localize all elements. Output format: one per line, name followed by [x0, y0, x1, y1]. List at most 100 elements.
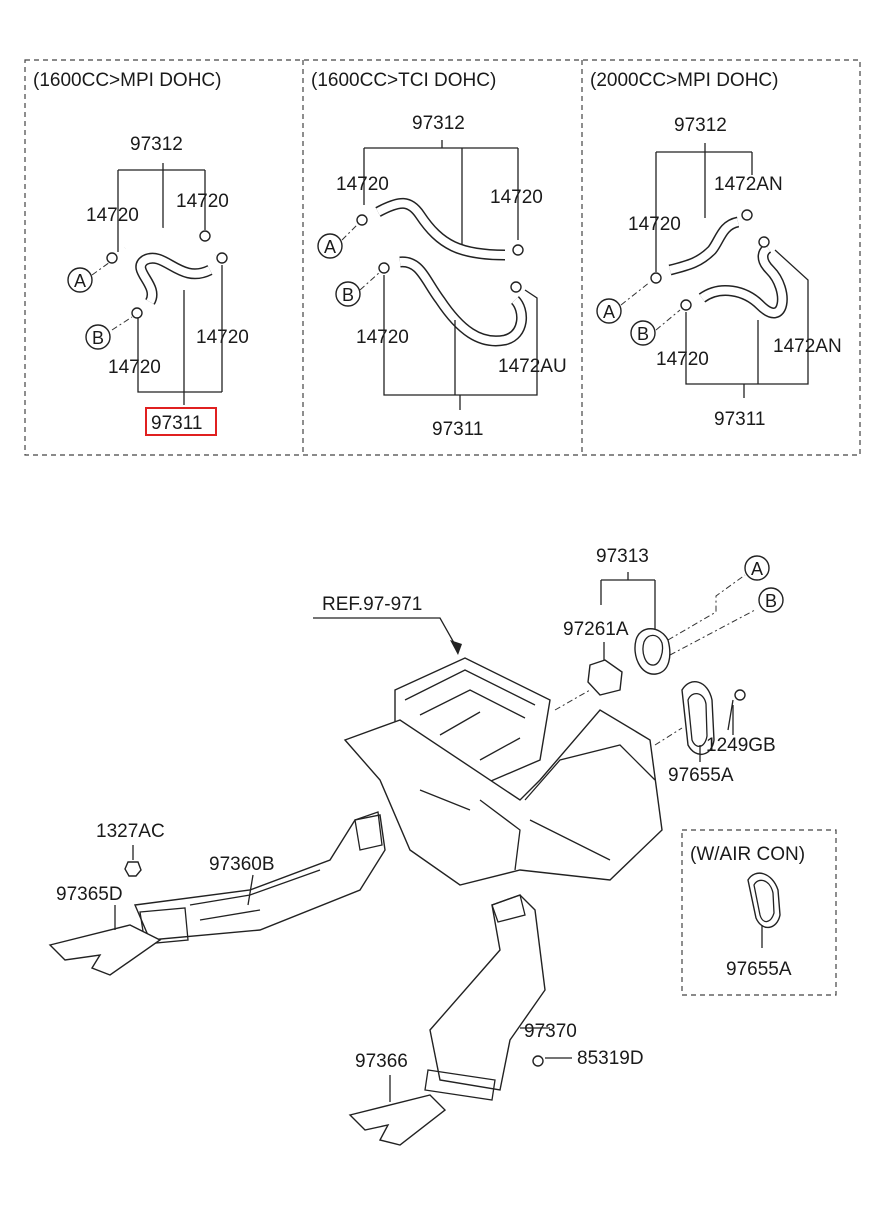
marker-b-circle: [85, 324, 111, 350]
part-label: 1472AU: [498, 356, 567, 377]
lead-a: [341, 223, 359, 241]
clip-85319d-icon: [532, 1055, 544, 1067]
hose-clamp: [512, 244, 524, 256]
part-label: 97312: [130, 134, 183, 155]
part-label: 97312: [674, 115, 727, 136]
lead-b: [111, 316, 133, 331]
part-label: 1327AC: [96, 821, 165, 842]
part-label: 97311: [714, 409, 765, 430]
lead-main-b: [669, 609, 756, 656]
hose-upper-fill: [376, 199, 506, 259]
part-label: 1249GB: [706, 735, 776, 756]
duct-97360b-inlet: [354, 811, 383, 851]
hose-clamp: [510, 281, 522, 293]
hose-upper-fill: [669, 218, 740, 274]
part-label: 97312: [412, 113, 465, 134]
marker-a: A: [74, 271, 86, 291]
marker-a-circle: [67, 267, 93, 293]
marker-b-circle: [630, 320, 656, 346]
marker-b: B: [637, 324, 649, 344]
lead-a: [91, 261, 111, 276]
leader-97312: [117, 163, 206, 252]
lead-a: [620, 281, 651, 306]
heater-top-ribs: [404, 669, 536, 761]
marker-a: A: [324, 237, 336, 257]
leader-97312: [363, 140, 519, 248]
gasket-97655a: [681, 681, 715, 755]
lead-grommet: [554, 689, 591, 711]
grommet-97261a: [587, 659, 623, 696]
marker-a-circle: [317, 233, 343, 259]
aircon-header: (W/AIR CON): [690, 844, 805, 865]
part-label: 97365D: [56, 884, 123, 905]
panel-2-hose-assembly: 97312 14720 14720 A B 14720 1472AU 97311: [317, 113, 567, 440]
vent-97365d: [48, 924, 162, 976]
hose-clamp: [680, 299, 692, 311]
part-label: 1472AN: [714, 174, 783, 195]
vent-97366: [348, 1094, 447, 1146]
part-label: 97360B: [209, 854, 275, 875]
panel-1-header: (1600CC>MPI DOHC): [33, 70, 221, 91]
gasket-97655a-inner: [687, 693, 708, 747]
ref-label: REF.97-971: [322, 594, 422, 615]
lead-b: [655, 309, 681, 331]
panels-border: [24, 59, 861, 456]
marker-b: B: [342, 285, 354, 305]
nut-1327ac-icon: [124, 861, 142, 877]
marker-a-circle: [596, 298, 622, 324]
marker-b-circle: [758, 587, 784, 613]
part-label: 14720: [176, 191, 229, 212]
marker-b: B: [92, 328, 104, 348]
hose-lower-fill: [399, 257, 526, 345]
screw-1249gb: [727, 699, 734, 731]
lead-b: [359, 271, 381, 291]
marker-a: A: [751, 559, 763, 579]
panel-2-header: (1600CC>TCI DOHC): [311, 70, 496, 91]
part-label: 14720: [86, 205, 139, 226]
panel-3-header: (2000CC>MPI DOHC): [590, 70, 778, 91]
aircon-border: [681, 829, 837, 996]
lead-main-a: [667, 574, 746, 641]
duct-97370: [429, 894, 546, 1091]
screw-head-icon: [734, 689, 746, 701]
marker-a: A: [603, 302, 615, 322]
gasket-aircon-inner: [753, 879, 775, 923]
part-label: 97313: [596, 546, 649, 567]
hose-clamp: [378, 262, 390, 274]
hose-clamp: [216, 252, 228, 264]
main-assembly: 97313 A B 97261A REF.97-971 1249GB 9: [48, 546, 784, 1146]
aircon-option-box: (W/AIR CON) 97655A: [681, 829, 837, 996]
heater-housing-details: [419, 744, 656, 871]
lead-gasket: [654, 727, 683, 746]
part-label: 97261A: [563, 619, 629, 640]
marker-a-circle: [744, 555, 770, 581]
part-label: 85319D: [577, 1048, 644, 1069]
hose-lower-fill: [136, 254, 212, 305]
part-label-highlighted[interactable]: 97311: [151, 413, 202, 434]
hose-clamp: [758, 236, 770, 248]
ref-arrow-icon: [450, 640, 462, 655]
panel-1-hose-assembly: 97312 14720 14720 A B 14720 14720 97311: [67, 134, 249, 436]
part-label: 97655A: [668, 765, 734, 786]
duct-97360b: [133, 814, 386, 941]
leader-97312: [655, 143, 753, 272]
hose-clamp: [199, 230, 211, 242]
aircon-part-label: 97655A: [726, 959, 792, 980]
variant-panels: (1600CC>MPI DOHC) (1600CC>TCI DOHC) (200…: [24, 59, 861, 456]
part-label: 97370: [524, 1021, 577, 1042]
part-label: 14720: [356, 327, 409, 348]
part-label: 14720: [656, 349, 709, 370]
hose-upper-fill: [121, 227, 218, 262]
hose-clamp: [356, 214, 368, 226]
duct-97370-outlet: [424, 1069, 496, 1101]
part-label: 97366: [355, 1051, 408, 1072]
panel-3-hose-assembly: 97312 1472AN 14720 A B 1472AN 14720 9731…: [596, 115, 842, 430]
gasket-aircon: [747, 872, 781, 929]
part-label: 97311: [432, 419, 483, 440]
gasket-97313-inner: [642, 634, 664, 666]
leader-97360b: [247, 874, 254, 906]
part-label: 14720: [628, 214, 681, 235]
marker-b-circle: [335, 281, 361, 307]
part-label: 14720: [490, 187, 543, 208]
